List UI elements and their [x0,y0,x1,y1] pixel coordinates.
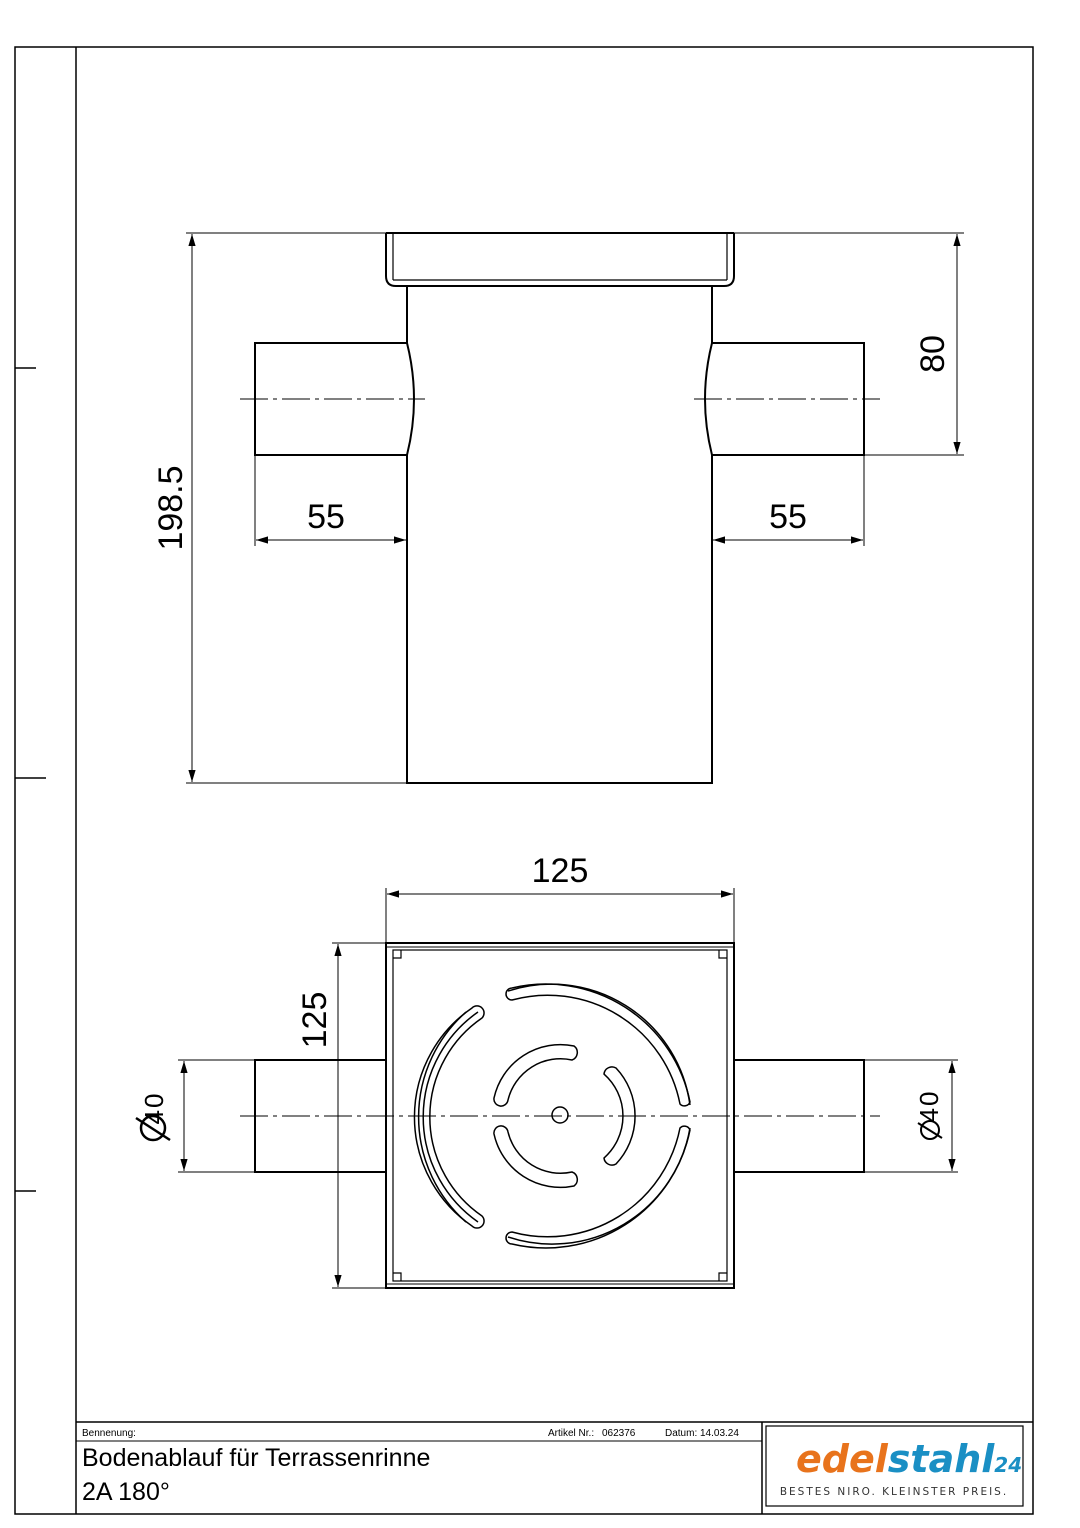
top-view-width-label: 125 [532,852,589,890]
top-view-dimensions [178,888,958,1289]
grate-inner-slot-top [493,1043,578,1107]
logo-part-stahl: stahl [888,1437,995,1481]
grate-slot-bottom [505,1125,691,1249]
logo-part-24: 24 [994,1453,1022,1477]
side-view-dimensions [186,232,964,784]
diameter-symbol-left-icon [135,1114,171,1142]
left-outlet-diameter-label: 40 [139,1092,169,1125]
top-view-height-label: 125 [296,992,334,1049]
grate-outer-ring [507,983,691,1106]
grate-inner-slot-bottom [493,1125,578,1189]
grate-slot-top [505,983,691,1107]
brand-logo: edelstahl24 BESTES NIRO. KLEINSTER PREIS… [780,1437,1022,1498]
drawing-subtitle: 2A 180° [82,1478,170,1506]
side-view-body [406,286,713,784]
drawing-title: Bodenablauf für Terrassenrinne [82,1444,430,1472]
height-dimension-label: 198.5 [152,465,190,550]
grate-slot-left [413,1005,485,1229]
left-outlet-length-label: 55 [307,498,345,536]
date-value: 14.03.24 [700,1428,739,1439]
article-number-label: Artikel Nr.: [548,1428,594,1439]
logo-part-edel: edel [796,1437,889,1481]
name-label: Bennenung: [82,1428,136,1439]
svg-text:edelstahl24: edelstahl24 [796,1437,1022,1481]
outlet-height-dimension-label: 80 [914,335,952,373]
title-block [76,1421,1033,1514]
side-view-flange [385,233,735,287]
grate-center-hole [551,1106,569,1124]
right-outlet-length-label: 55 [769,498,807,536]
logo-tagline: BESTES NIRO. KLEINSTER PREIS. [780,1486,1008,1498]
date-label: Datum: [665,1428,697,1439]
top-view [240,942,880,1289]
side-view [240,232,880,784]
article-number-value: 062376 [602,1428,636,1439]
right-outlet-diameter-label: 40 [914,1090,944,1123]
diameter-symbol-right-icon [917,1120,943,1140]
sheet-frame [14,46,1034,1515]
